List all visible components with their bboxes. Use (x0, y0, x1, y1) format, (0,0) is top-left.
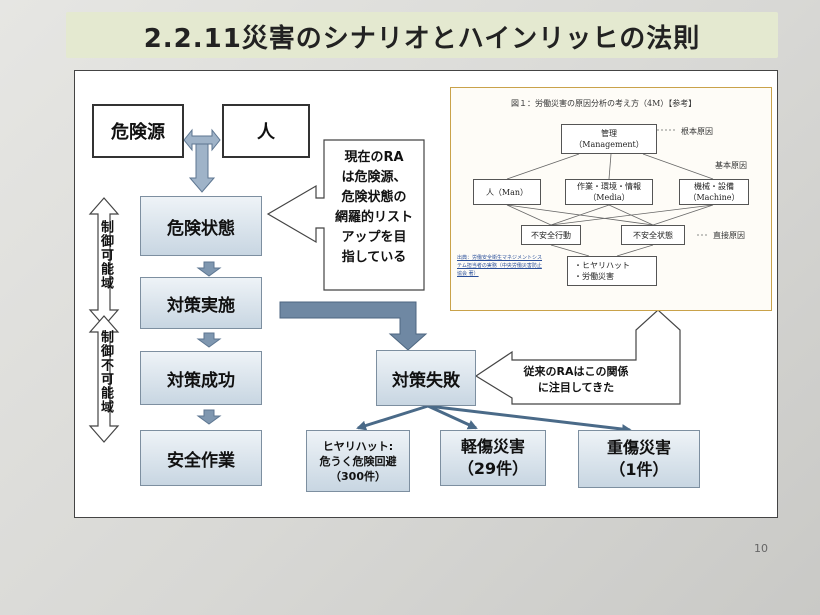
arrow-to-hazard-state (188, 143, 216, 193)
unsafe-action-box: 不安全行動 (521, 225, 581, 245)
figure-source-note: 出典：労働安全衛生マネジメントシステム担当者の実務（中央労働災害防止協会 著） (457, 255, 543, 277)
root-cause-label: 根本原因 (681, 127, 713, 136)
figure-caption: 図１：労働災害の原因分析の考え方（4M）【参考】 (511, 99, 697, 108)
arrow-state-to-measure (196, 261, 222, 277)
man-box: 人（Man） (473, 179, 541, 205)
direct-cause-label: 直接原因 (713, 231, 745, 240)
slide-title: 2.2.11災害のシナリオとハインリッヒの法則 (143, 24, 701, 54)
basic-cause-label: 基本原因 (715, 161, 747, 170)
outcome-arrows (356, 404, 632, 435)
success-box: 対策成功 (140, 351, 262, 405)
near-miss-box: ヒヤリハット: 危うく危険回避 （300件） (306, 430, 410, 492)
media-box: 作業・環境・情報 （Media） (565, 179, 653, 205)
current-ra-text: 現在のRA は危険源、 危険状態の 網羅的リスト アップを目 指している (334, 150, 413, 265)
controllable-label: 制御可能域 (98, 220, 113, 290)
person-box: 人 (222, 104, 310, 158)
unsafe-state-box: 不安全状態 (621, 225, 685, 245)
page-number: 10 (754, 542, 768, 555)
current-ra-callout-shape (266, 139, 425, 291)
results-box: ・ヒヤリハット ・労働災害 (567, 256, 657, 286)
arrow-measure-to-failure (279, 301, 428, 351)
figure-connectors (506, 129, 714, 257)
previous-ra-text: 従来のRAはこの関係 に注目してきた (523, 365, 629, 394)
arrow-success-to-safe (196, 409, 222, 425)
safe-work-box: 安全作業 (140, 430, 262, 486)
hazard-source-box: 危険源 (92, 104, 184, 158)
title-bar: 2.2.11災害のシナリオとハインリッヒの法則 (66, 12, 778, 58)
4m-figure: 図１：労働災害の原因分析の考え方（4M）【参考】 管理 （Management）… (450, 87, 772, 311)
management-box: 管理 （Management） (561, 124, 657, 154)
failure-box: 対策失敗 (376, 350, 476, 406)
arrow-measure-to-success (196, 332, 222, 348)
uncontrollable-range-arrow (88, 315, 120, 443)
uncontrollable-label: 制御不可能域 (98, 330, 113, 414)
minor-injury-box: 軽傷災害 （29件） (440, 430, 546, 486)
countermeasure-box: 対策実施 (140, 277, 262, 329)
machine-box: 機械・設備 （Machine） (679, 179, 749, 205)
serious-injury-box: 重傷災害 （1件） (578, 430, 700, 488)
double-arrow-hazard-person (183, 128, 221, 152)
hazard-state-box: 危険状態 (140, 196, 262, 256)
